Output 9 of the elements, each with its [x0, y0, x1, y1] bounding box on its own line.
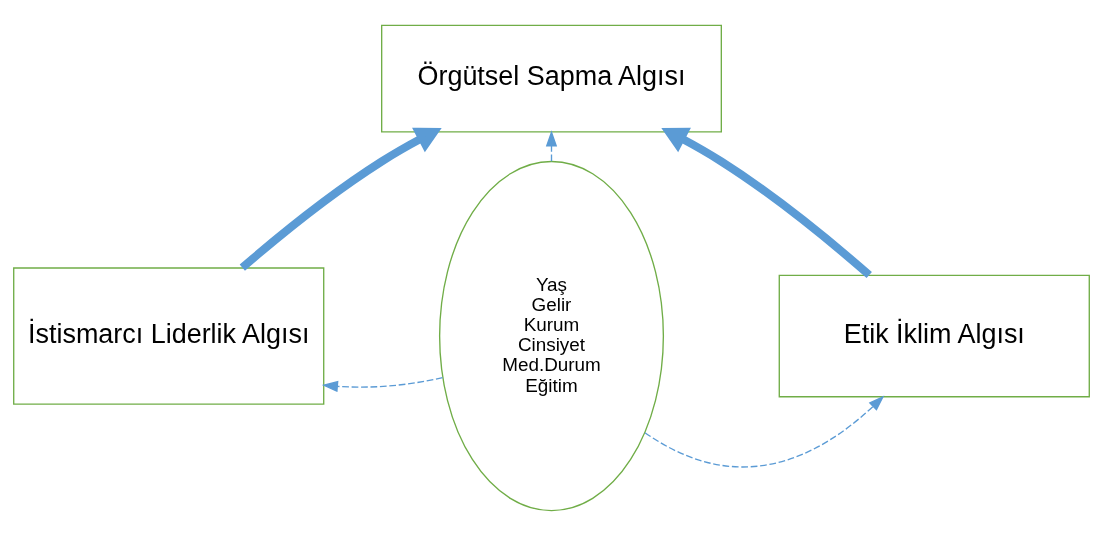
- node-box: İstismarcı Liderlik Algısı: [13, 267, 325, 405]
- node-box: Etik İklim Algısı: [778, 274, 1090, 398]
- node-ellipse: Yaş Gelir Kurum Cinsiyet Med.Durum Eğitim: [438, 160, 665, 512]
- node-box: Örgütsel Sapma Algısı: [381, 24, 722, 133]
- arrow: [321, 376, 444, 393]
- arrow: [644, 395, 885, 468]
- arrow: [239, 127, 442, 271]
- arrow: [545, 130, 558, 162]
- arrow: [661, 127, 872, 279]
